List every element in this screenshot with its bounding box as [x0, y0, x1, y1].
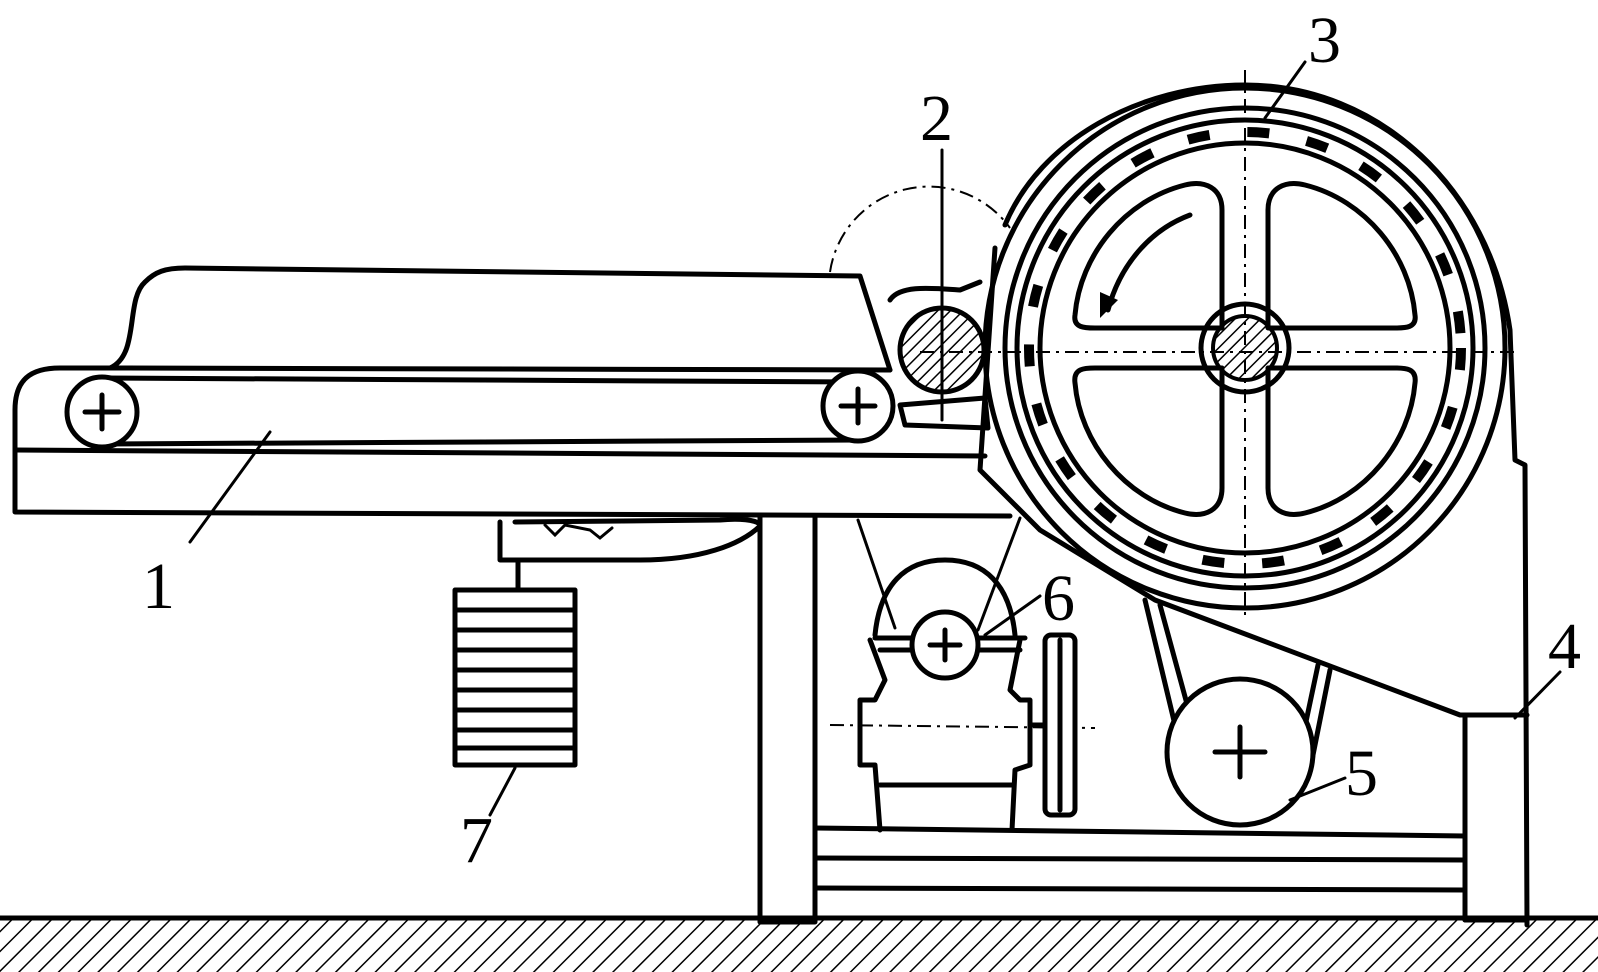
- cylinder: [920, 70, 1530, 928]
- feed-conveyor: [12, 265, 1013, 519]
- ground: [0, 915, 1598, 972]
- label-motor-pulley: 5: [1345, 737, 1378, 810]
- part-labels: 1 2 3 4 5 6 7: [142, 4, 1581, 877]
- label-fan: 6: [1042, 562, 1075, 635]
- counterweight: [452, 516, 763, 768]
- label-counterweight: 7: [460, 804, 493, 877]
- leader-lines: [188, 60, 1562, 817]
- fan: [829, 516, 1096, 833]
- frame: [757, 513, 1530, 925]
- label-feed-roller: 2: [920, 82, 953, 155]
- label-feed-conveyor: 1: [142, 550, 175, 623]
- label-cylinder: 3: [1308, 4, 1341, 77]
- motor-pulley: [1142, 597, 1333, 828]
- label-frame: 4: [1548, 610, 1581, 683]
